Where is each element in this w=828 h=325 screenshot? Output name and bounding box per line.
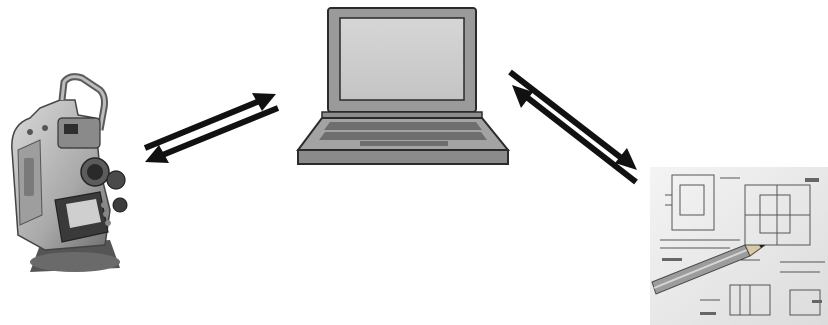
arrow-up-left xyxy=(512,85,636,182)
arrow-down-right xyxy=(510,72,637,170)
link-station-laptop-arrows xyxy=(145,93,278,163)
construction-plans-icon xyxy=(650,167,828,325)
arrow-right xyxy=(145,93,276,148)
arrow-left xyxy=(145,108,278,163)
laptop-icon xyxy=(298,8,508,164)
link-laptop-plans-arrows xyxy=(510,72,637,182)
total-station-icon xyxy=(12,77,127,272)
